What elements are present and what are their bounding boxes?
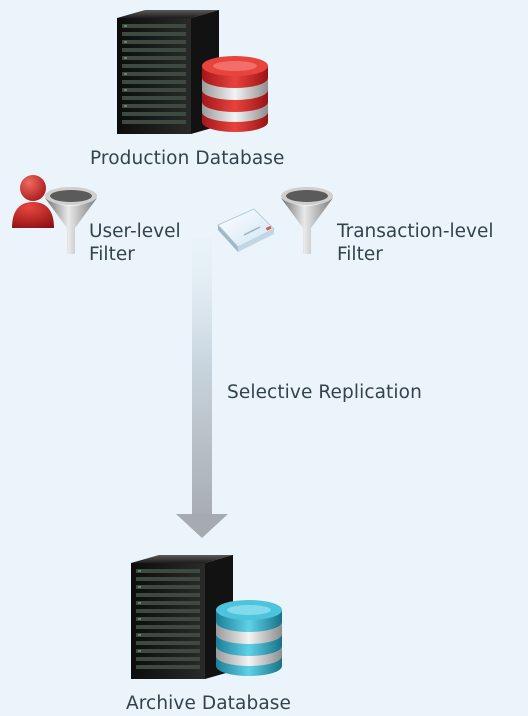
user-filter-label: User-level Filter [89,221,181,265]
transaction-device-icon [214,205,276,255]
archive-database-label: Archive Database [126,693,291,714]
replication-arrow [176,238,228,538]
replication-label: Selective Replication [227,382,422,403]
transaction-filter-funnel-icon [278,184,336,256]
transaction-filter-label: Transaction-level Filter [337,221,494,265]
user-filter-funnel-icon [42,184,100,256]
archive-server-icon [127,553,237,681]
production-database-label: Production Database [90,148,285,169]
user-icon [10,172,56,228]
production-database-icon [196,54,274,134]
archive-database-icon [210,598,288,678]
